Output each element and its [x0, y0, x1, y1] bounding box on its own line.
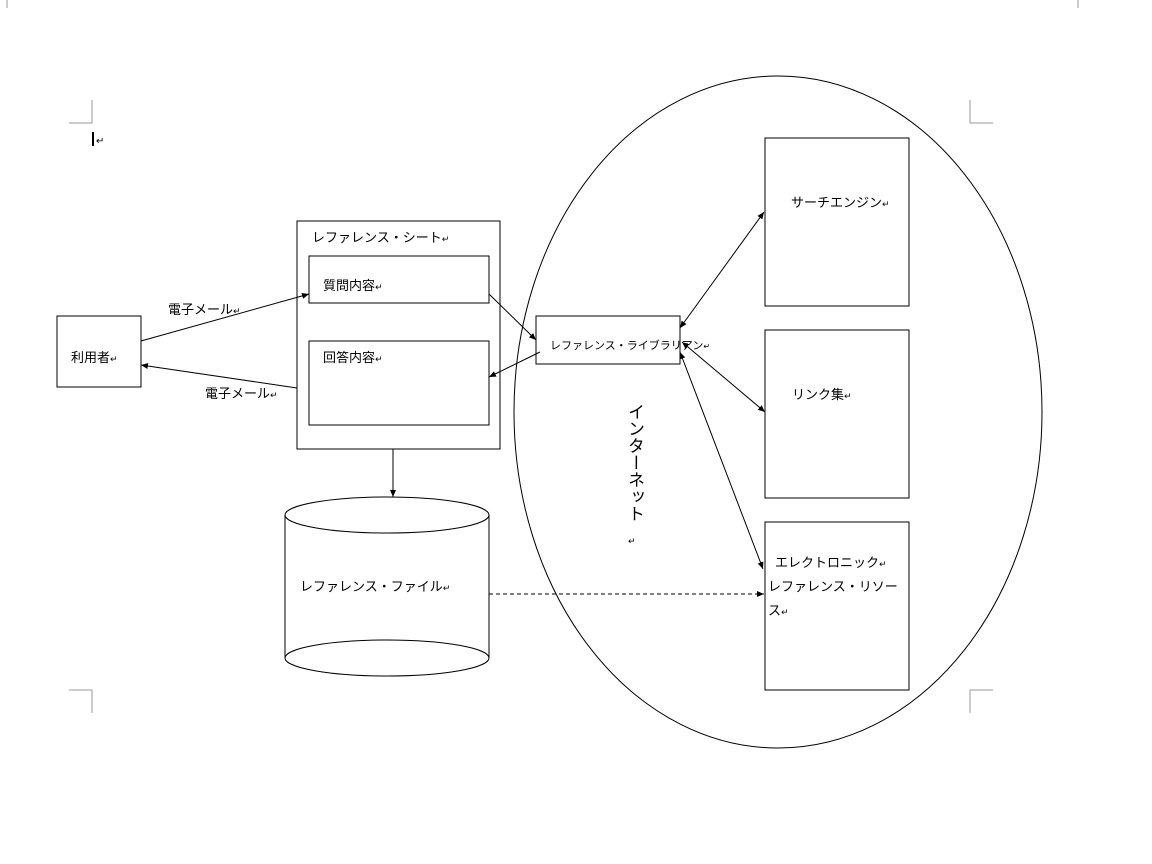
internet-label: インターネット — [624, 403, 644, 522]
user-box — [56, 315, 142, 388]
edge-librarian-to-answer — [488, 351, 541, 378]
internet-paragraph-mark: ↵ — [628, 537, 636, 547]
question-label: 質問内容↵ — [323, 278, 383, 294]
search-engine-label: サーチエンジン↵ — [791, 196, 890, 211]
electronic-resources-box — [764, 521, 910, 691]
cursor-paragraph-mark: ↵ — [96, 136, 104, 147]
edge-question-to-librarian — [488, 293, 537, 341]
user-label: 利用者↵ — [71, 351, 118, 366]
reference-sheet-label: レファレンス・シート↵ — [312, 231, 449, 246]
link-collection-box — [764, 329, 910, 499]
search-engine-box — [764, 137, 910, 307]
librarian-box — [535, 315, 681, 365]
link-collection-label: リンク集↵ — [792, 387, 852, 403]
connectors — [140, 211, 766, 597]
answer-box — [308, 340, 490, 426]
internet-ellipse — [513, 75, 1043, 749]
email-in-label: 電子メール↵ — [168, 303, 241, 318]
edge-librarian-link-collection — [681, 341, 766, 413]
edge-sheet-to-user — [140, 363, 298, 389]
electronic-resources-label: エレクトロニック↵ レファレンス・リソー ス↵ — [768, 556, 902, 619]
answer-label: 回答内容↵ — [323, 350, 383, 366]
edge-librarian-search-engine — [679, 211, 765, 329]
edge-librarian-electronic — [679, 351, 764, 570]
page-margin-marks — [6, 0, 1079, 713]
email-out-label: 電子メール↵ — [205, 387, 278, 402]
reference-file-label: レファレンス・ファイル↵ — [300, 580, 450, 595]
reference-file-cylinder — [284, 496, 490, 677]
question-box — [308, 255, 490, 304]
edge-user-to-question — [140, 292, 310, 342]
